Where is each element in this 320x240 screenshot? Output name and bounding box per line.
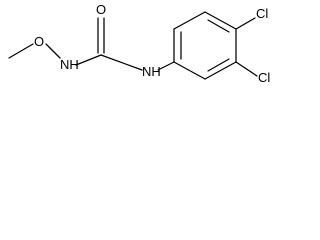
bond-ring-chlorine-top bbox=[235, 17, 256, 30]
atom-nh-right: NH bbox=[142, 64, 161, 79]
ring-double-inner-3 bbox=[207, 58, 230, 72]
atom-oxygen-carbonyl: O bbox=[96, 2, 106, 17]
ring-double-inner-2 bbox=[207, 19, 230, 33]
atom-nh-left: NH bbox=[60, 57, 79, 72]
ring-bond-6 bbox=[173, 61, 206, 80]
atom-oxygen-ether: O bbox=[34, 34, 44, 49]
bond-oxygen-nh bbox=[45, 43, 61, 59]
bond-nh-carbonyl-carbon bbox=[75, 54, 102, 66]
bond-ring-chlorine-bottom bbox=[235, 61, 258, 77]
structure-canvas: O NH O NH Cl Cl bbox=[0, 0, 292, 109]
atom-label-group: O NH O NH Cl Cl bbox=[34, 2, 270, 85]
bond-methyl-oxygen bbox=[8, 43, 34, 59]
bond-carbonyl-carbon-nh bbox=[100, 54, 143, 71]
bond-group bbox=[8, 11, 258, 80]
ring-bond-3 bbox=[204, 11, 237, 30]
ring-bond-2 bbox=[173, 11, 206, 30]
bond-nh-ring bbox=[157, 61, 175, 71]
atom-chlorine-bottom: Cl bbox=[258, 70, 270, 85]
ring-bond-5 bbox=[204, 61, 237, 80]
chemical-structure-diagram: O NH O NH Cl Cl bbox=[8, 2, 270, 85]
atom-chlorine-top: Cl bbox=[256, 6, 268, 21]
